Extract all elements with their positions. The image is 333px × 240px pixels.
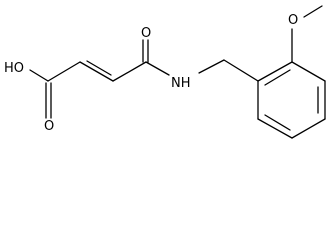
atom-label-ether-oxygen: O: [288, 13, 298, 28]
bond-ring-5-6: [257, 118, 293, 139]
bond-c1-c2: [47, 61, 81, 82]
bond-c4-n: [145, 61, 170, 76]
bond-ring-inner-a: [264, 69, 291, 86]
bond-ring-2-3: [291, 61, 326, 82]
atom-labels: HO O O NH O: [4, 13, 298, 134]
bond-c3-c4: [112, 61, 147, 82]
bond-ring-inner-c: [264, 114, 291, 131]
bond-ring-1-2: [257, 61, 293, 82]
bond-ring-4-5: [291, 118, 326, 139]
atom-label-amide-nitrogen: NH: [171, 76, 191, 91]
bond-n-ch2: [198, 59, 225, 74]
atom-label-amide-oxygen: O: [141, 26, 151, 41]
bond-c2-c3: [79, 61, 114, 82]
bond-c2-c3-inner: [86, 60, 112, 76]
chemical-structure: HO O O NH O: [4, 5, 326, 139]
atom-label-hydroxyl: HO: [4, 61, 24, 76]
atom-label-carboxyl-oxygen: O: [44, 119, 54, 134]
bond-ch2-ring: [223, 59, 259, 82]
bond-c1-oh: [29, 69, 49, 82]
bonds: [29, 5, 326, 139]
bond-o-ch3: [303, 5, 323, 18]
